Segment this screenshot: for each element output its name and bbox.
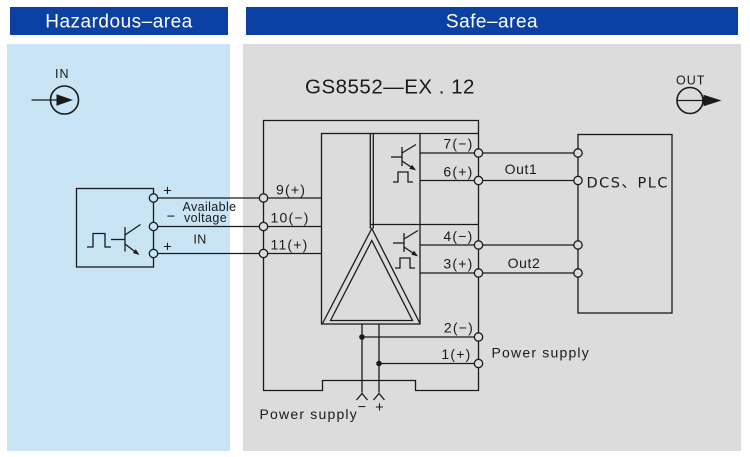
dcs-terminal-circle <box>573 268 583 278</box>
terminal-circle-3 <box>473 268 484 278</box>
amplifier-triangle-outer <box>321 227 421 324</box>
terminal-7-label: 7(−) <box>443 136 473 152</box>
terminal-circle <box>148 221 159 232</box>
terminal-circle <box>148 248 159 259</box>
hazardous-area-panel <box>7 44 230 451</box>
terminal-1-label: 1(+) <box>441 346 471 362</box>
input-plus-bottom-label: + <box>163 240 171 256</box>
hazardous-area-title: Hazardous–area <box>45 12 192 33</box>
dcs-terminal-circle <box>573 175 583 186</box>
in-port-label: IN <box>55 67 70 81</box>
power-minus-label: − <box>358 400 366 416</box>
circuit-linework <box>31 85 722 401</box>
dcs-terminal-circle <box>573 148 583 158</box>
terminal-circle-10 <box>258 221 269 232</box>
sensor-transistor-pulse-icon <box>87 223 141 255</box>
power-plus-label: + <box>375 400 383 416</box>
amplifier-triangle-inner <box>329 239 414 322</box>
junction-dot <box>376 360 382 367</box>
sensor-terminals <box>148 193 159 259</box>
safe-area-panel <box>243 44 741 451</box>
junction-dot <box>359 334 365 340</box>
input-plus-top-label: + <box>163 184 171 200</box>
out-port-label: OUT <box>676 74 705 88</box>
input-wires <box>153 197 322 255</box>
terminal-2-label: 2(−) <box>444 320 474 336</box>
dcs-plc-label: DCS、PLC <box>587 176 669 192</box>
terminal-circle-4 <box>473 240 484 250</box>
terminal-circle-1 <box>473 358 484 369</box>
terminal-10-label: 10(−) <box>271 210 310 226</box>
output-wires <box>420 152 578 274</box>
safe-area-header <box>246 7 738 35</box>
module-terminals <box>258 148 583 369</box>
terminal-circle <box>148 193 159 203</box>
out2-label: Out2 <box>508 255 541 271</box>
input-in-label: IN <box>193 233 206 247</box>
in-signal-icon <box>31 85 80 115</box>
available-voltage-label-line2: voltage <box>184 211 227 225</box>
power-supply-bottom-label: Power supply <box>260 406 358 422</box>
terminal-3-label: 3(+) <box>443 256 473 272</box>
dcs-terminal-circle <box>573 240 583 250</box>
terminal-11-label: 11(+) <box>271 237 309 253</box>
available-voltage-label-line1: Available <box>182 200 236 214</box>
hazardous-area-header <box>10 7 228 35</box>
out1-label: Out1 <box>505 161 538 177</box>
isolator-module-outline <box>262 119 480 392</box>
terminal-circle-6 <box>473 175 484 186</box>
terminal-circle-2 <box>473 332 484 342</box>
device-model-label: GS8552—EX . 12 <box>305 76 475 99</box>
terminal-circle-9 <box>258 193 269 203</box>
terminal-9-label: 9(+) <box>276 182 306 198</box>
power-supply-right-label: Power supply <box>492 345 590 361</box>
safe-area-title: Safe–area <box>446 12 538 33</box>
terminal-4-label: 4(−) <box>443 228 473 244</box>
terminal-6-label: 6(+) <box>443 164 473 180</box>
out-signal-icon <box>676 86 722 115</box>
input-minus-label: − <box>167 209 175 225</box>
terminal-circle-11 <box>258 248 269 259</box>
dcs-plc-box <box>577 133 673 314</box>
terminal-circle-7 <box>473 148 484 158</box>
